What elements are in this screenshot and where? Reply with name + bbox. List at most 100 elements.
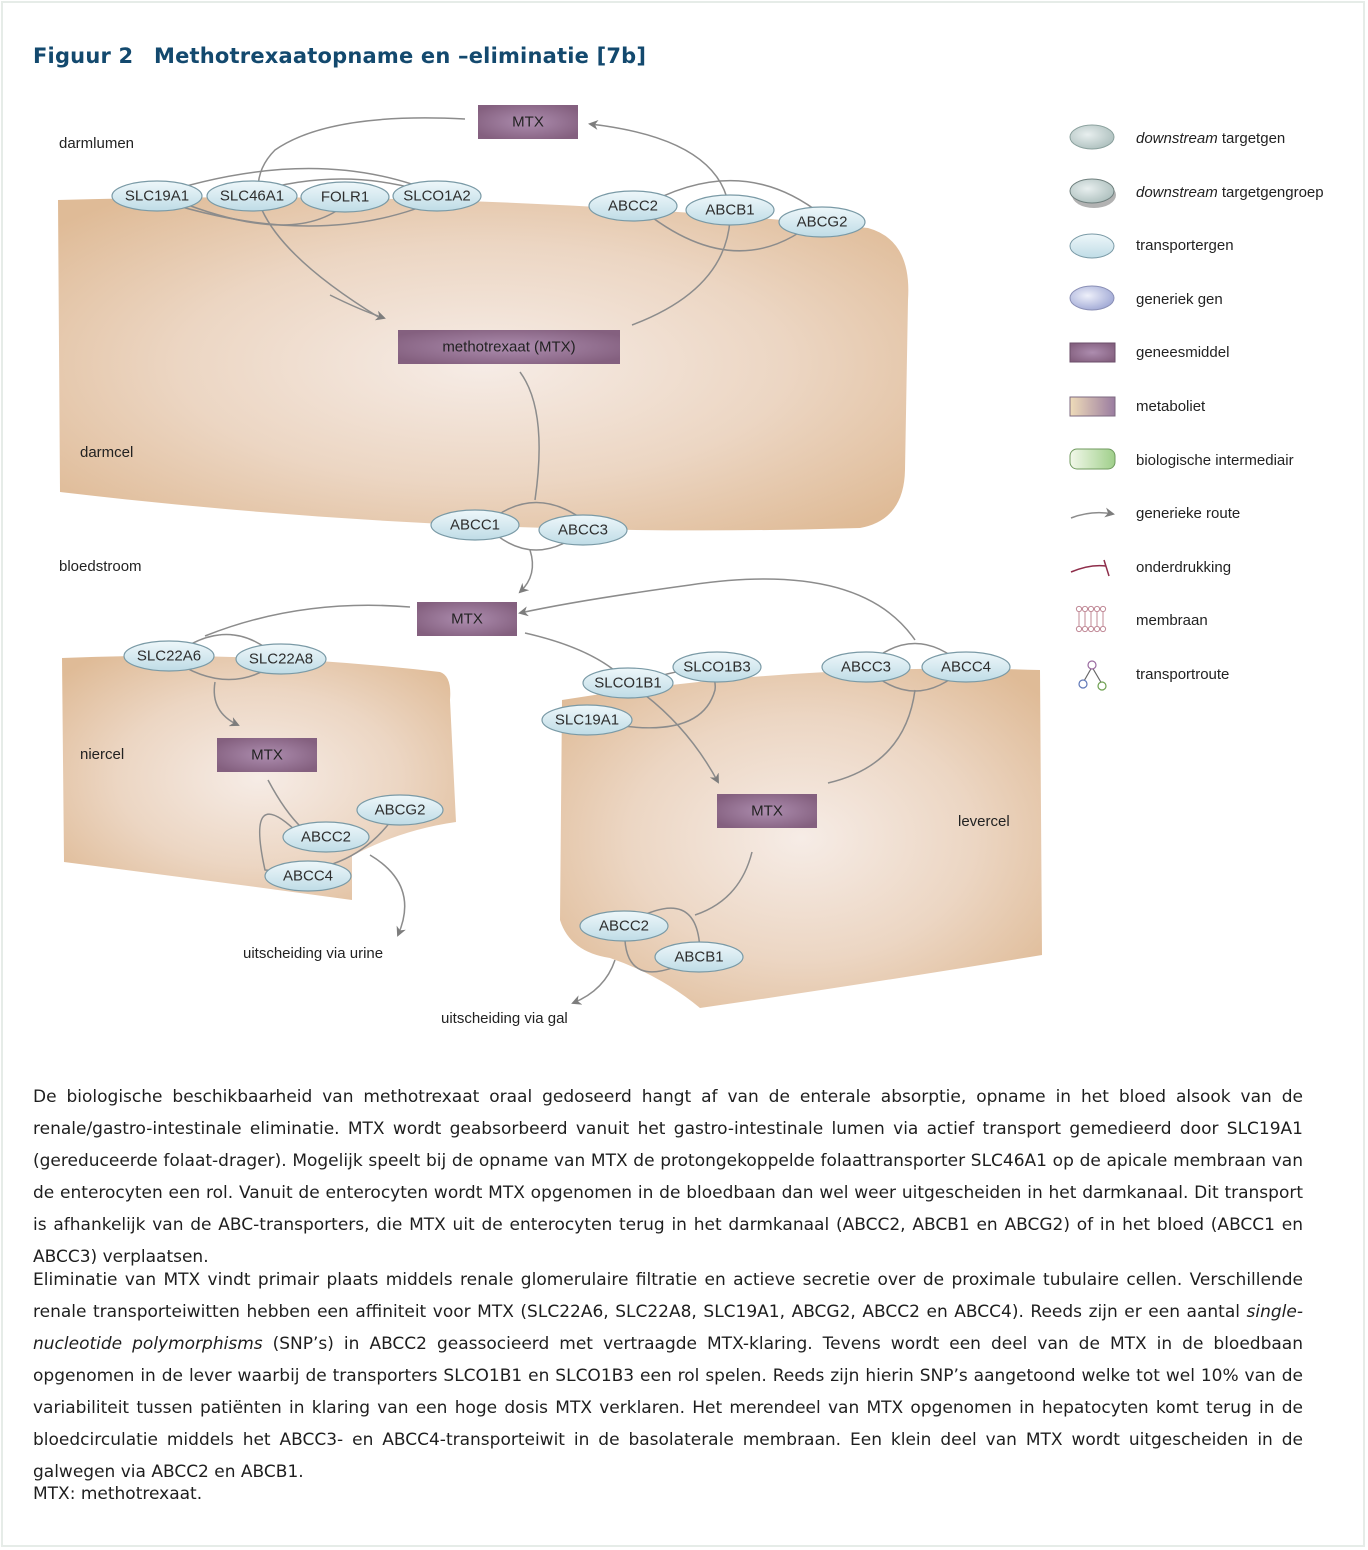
svg-text:ABCB1: ABCB1 [705,202,754,219]
svg-text:SLC46A1: SLC46A1 [220,188,284,205]
label-urine: uitscheiding via urine [243,945,383,962]
svg-text:onderdrukking: onderdrukking [1136,559,1231,576]
gene-slc46a1: SLC46A1 [206,180,298,212]
mtx-box-liver: MTX [717,794,817,828]
pathway-diagram: darmlumen darmcel bloedstroom niercel le… [58,105,1324,1027]
paragraph-footnote: MTX: methotrexaat. [33,1484,203,1504]
intestine-to-blood [519,371,540,501]
liver-uptake-arrow [644,694,719,784]
gene-folr1: FOLR1 [300,181,390,213]
label-bloedstroom: bloedstroom [59,558,142,575]
urine-arrow [369,854,406,937]
svg-text:ABCC2: ABCC2 [599,918,649,935]
legend-intermediate: biologische intermediair [1069,448,1294,470]
mtx-box-kidney: MTX [217,738,317,772]
gene-slco1b1: SLCO1B1 [582,667,674,699]
label-darmlumen: darmlumen [59,135,134,152]
legend: downstream targetgen downstream targetge… [1069,124,1324,691]
svg-text:ABCC4: ABCC4 [941,659,991,676]
svg-text:ABCC3: ABCC3 [558,522,608,539]
gene-abcc2-liver: ABCC2 [579,910,669,942]
kidney-cell [62,655,456,900]
gene-abcc4-liver: ABCC4 [921,651,1011,683]
legend-transporter: transportergen [1069,233,1234,259]
gene-slc22a8: SLC22A8 [235,643,327,675]
legend-downstream-group: downstream targetgengroep [1069,178,1324,208]
svg-text:SLC22A8: SLC22A8 [249,651,313,668]
svg-text:SLC22A6: SLC22A6 [137,648,201,665]
svg-text:SLC19A1: SLC19A1 [125,188,189,205]
gene-abcg2-kidney: ABCG2 [356,794,444,826]
gene-abcc3-gut: ABCC3 [538,514,628,546]
gene-slco1a2: SLCO1A2 [392,180,482,212]
legend-metabolite: metaboliet [1069,396,1206,417]
legend-transport-route: transportroute [1078,660,1229,691]
legend-drug: geneesmiddel [1069,342,1229,363]
route-uptake-arrow [329,294,386,321]
svg-text:ABCC1: ABCC1 [450,517,500,534]
paragraph-1: De biologische beschikbaarheid van metho… [33,1087,1303,1267]
svg-text:MTX: MTX [451,611,483,628]
gene-abcb1-gut: ABCB1 [685,194,775,226]
label-niercel: niercel [80,746,124,763]
svg-text:ABCC3: ABCC3 [841,659,891,676]
svg-text:generiek gen: generiek gen [1136,291,1223,308]
kidney-uptake-arrow [213,681,240,727]
legend-generic-gene: generiek gen [1069,285,1223,311]
svg-text:geneesmiddel: geneesmiddel [1136,344,1229,361]
gene-abcg2-gut: ABCG2 [778,206,866,238]
legend-downstream-target: downstream targetgen [1069,124,1285,150]
liver-to-blood-arrow [518,578,916,641]
svg-text:SLCO1B3: SLCO1B3 [683,659,751,676]
legend-route: generieke route [1070,505,1240,522]
gene-abcc3-liver: ABCC3 [821,651,911,683]
label-darmcel: darmcel [80,444,133,461]
svg-text:generieke route: generieke route [1136,505,1240,522]
gene-abcc2-kidney: ABCC2 [282,821,370,853]
svg-text:ABCC2: ABCC2 [608,198,658,215]
svg-text:SLCO1A2: SLCO1A2 [403,188,471,205]
gene-abcc4-kidney: ABCC4 [264,860,352,892]
svg-text:SLC19A1: SLC19A1 [555,712,619,729]
legend-inhibition: onderdrukking [1070,559,1231,577]
liver-to-bile [694,851,753,916]
svg-text:ABCC4: ABCC4 [283,868,333,885]
svg-text:MTX: MTX [751,803,783,820]
liver-uptake-loop [589,669,716,729]
svg-text:FOLR1: FOLR1 [321,189,369,206]
liver-cell [560,668,1042,1008]
gene-abcc2-gut: ABCC2 [588,190,678,222]
label-levercel: levercel [958,813,1010,830]
blood-to-kidney [204,604,411,637]
svg-text:biologische intermediair: biologische intermediair [1136,452,1294,469]
svg-text:downstream targetgengroep: downstream targetgengroep [1136,184,1324,201]
bile-arrow [571,959,616,1005]
mtx-box-lumen: MTX [478,105,578,139]
svg-text:MTX: MTX [251,747,283,764]
figure-caption: Methotrexaatopname en –eliminatie [7b] [154,44,647,68]
blood-arrow [518,549,534,594]
svg-text:ABCC2: ABCC2 [301,829,351,846]
gene-abcc1: ABCC1 [430,509,520,541]
svg-text:ABCG2: ABCG2 [375,802,426,819]
legend-membrane: membraan [1075,605,1208,633]
svg-text:MTX: MTX [512,114,544,131]
figure-number: Figuur 2 [33,44,134,68]
liver-efflux-blood-line [827,689,916,784]
mtx-box-intestine: methotrexaat (MTX) [398,330,620,364]
svg-text:SLCO1B1: SLCO1B1 [594,675,662,692]
gene-slc22a6: SLC22A6 [123,640,215,672]
svg-text:methotrexaat (MTX): methotrexaat (MTX) [442,339,575,356]
paragraph-2: Eliminatie van MTX vindt primair plaats … [33,1270,1303,1482]
svg-text:downstream targetgen: downstream targetgen [1136,130,1285,147]
kidney-efflux-loop [258,807,401,872]
gene-abcb1-liver: ABCB1 [654,941,744,973]
gene-slc19a1-gut: SLC19A1 [111,180,203,212]
svg-text:ABCB1: ABCB1 [674,949,723,966]
svg-text:metaboliet: metaboliet [1136,398,1206,415]
svg-text:transportroute: transportroute [1136,666,1229,683]
mtx-box-blood: MTX [417,602,517,636]
svg-text:transportergen: transportergen [1136,237,1234,254]
svg-text:ABCG2: ABCG2 [797,214,848,231]
